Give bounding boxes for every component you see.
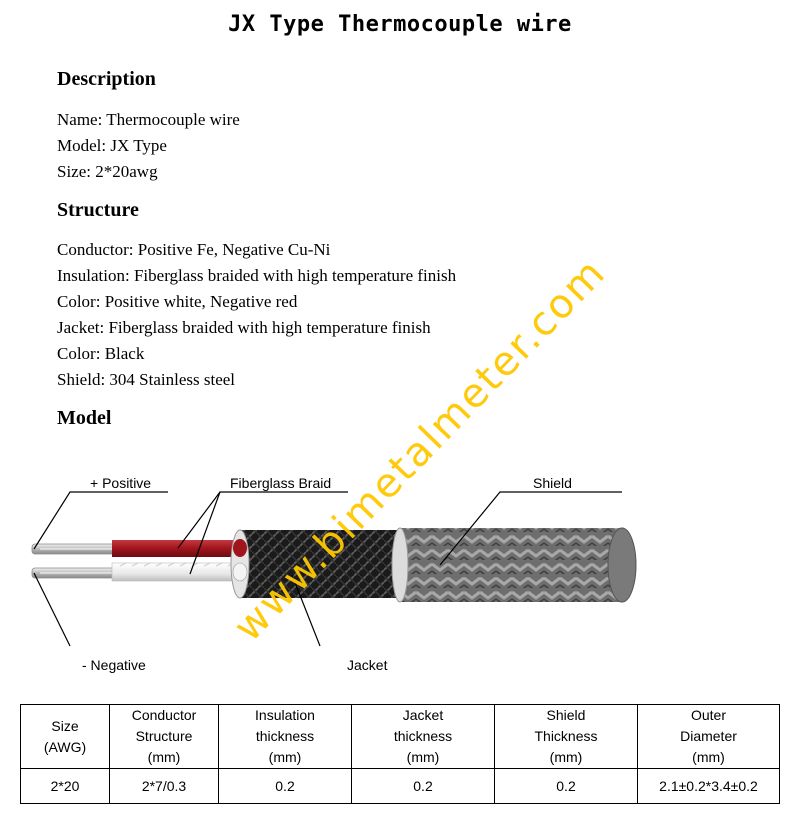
positive-label: + Positive <box>90 475 152 491</box>
cable-diagram <box>31 491 637 647</box>
jacket-label: Jacket <box>347 657 388 673</box>
cell-insulation: 0.2 <box>218 768 352 804</box>
cell-outer-diameter: 2.1±0.2*3.4±0.2 <box>637 768 780 804</box>
description-size: Size: 2*20awg <box>57 162 158 181</box>
structure-insulation-color: Color: Positive white, Negative red <box>57 292 298 311</box>
page-title: JX Type Thermocouple wire <box>228 12 572 37</box>
structure-jacket: Jacket: Fiberglass braided with high tem… <box>57 318 431 337</box>
structure-conductor: Conductor: Positive Fe, Negative Cu-Ni <box>57 240 331 259</box>
conductor-wires <box>31 543 123 579</box>
header-size: Size(AWG) <box>20 704 110 769</box>
description-heading: Description <box>57 68 156 90</box>
leader-lines <box>33 491 622 647</box>
model-heading: Model <box>57 407 112 429</box>
description-model: Model: JX Type <box>57 136 167 155</box>
cell-shield: 0.2 <box>494 768 638 804</box>
fiberglass-braid-label: Fiberglass Braid <box>230 475 332 491</box>
structure-shield: Shield: 304 Stainless steel <box>57 370 236 389</box>
insulation <box>111 540 243 582</box>
cell-size: 2*20 <box>20 768 110 804</box>
negative-label: - Negative <box>82 657 146 673</box>
cell-jacket: 0.2 <box>351 768 495 804</box>
shield-braid <box>391 527 637 603</box>
structure-heading: Structure <box>57 199 139 221</box>
table-row: 2*20 2*7/0.3 0.2 0.2 0.2 2.1±0.2*3.4±0.2 <box>20 768 780 804</box>
description-name: Name: Thermocouple wire <box>57 110 240 129</box>
structure-jacket-color: Color: Black <box>57 344 145 363</box>
shield-label: Shield <box>533 475 572 491</box>
cell-conductor: 2*7/0.3 <box>109 768 219 804</box>
jacket <box>230 529 405 599</box>
structure-insulation: Insulation: Fiberglass braided with high… <box>57 266 457 285</box>
